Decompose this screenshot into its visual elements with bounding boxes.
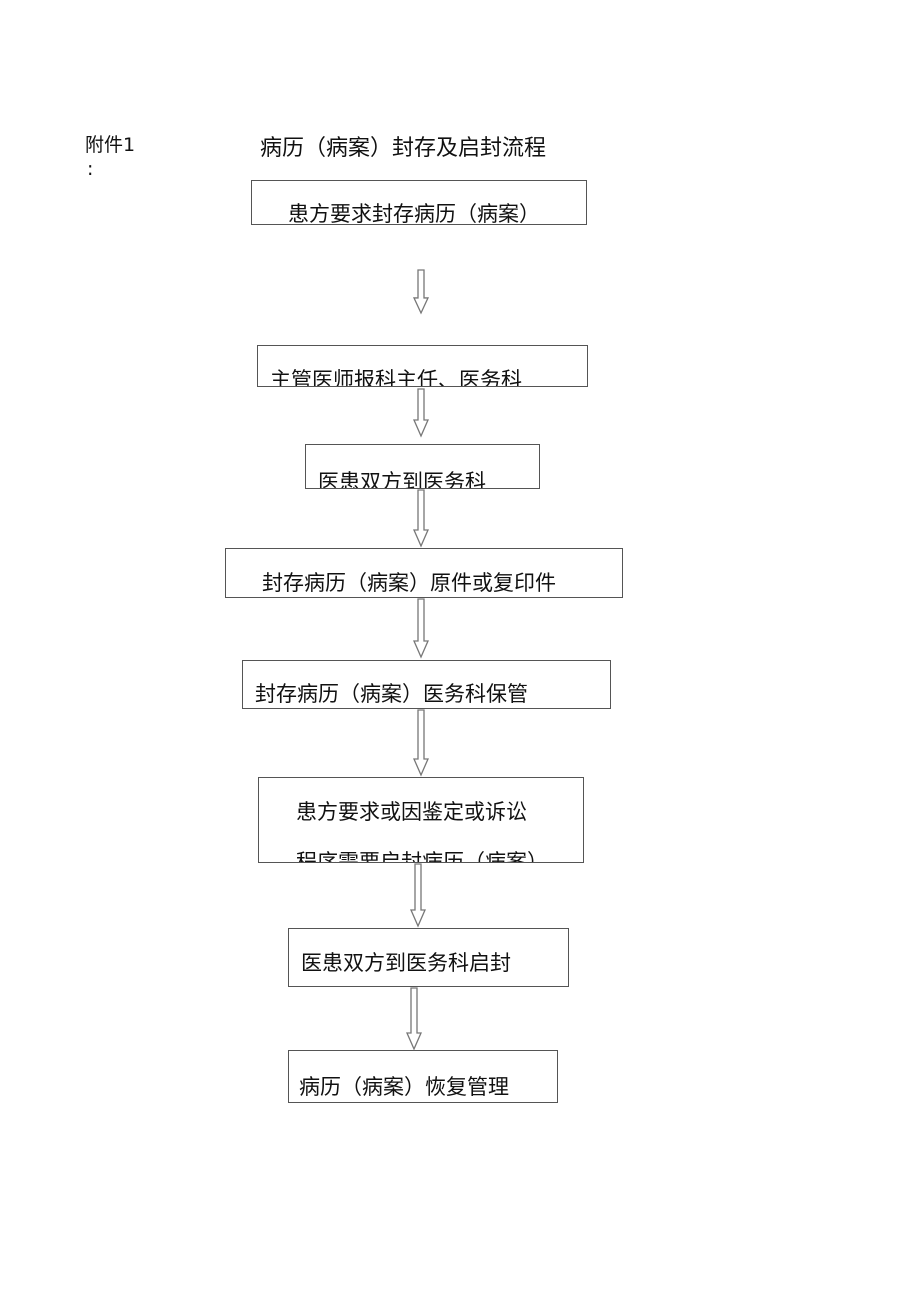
flow-step-5: 封存病历（病案）医务科保管 [242, 660, 611, 709]
flow-arrow-down-icon [412, 269, 430, 315]
step-text: 医患双方到医务科启封 [301, 951, 511, 975]
flow-arrow-down-icon [410, 863, 426, 928]
step-text: 封存病历（病案）医务科保管 [255, 682, 528, 706]
flow-arrow-down-icon [413, 709, 429, 777]
step-text: 主管医师报科主任、医务科 [270, 368, 522, 387]
step-text: 患方要求封存病历（病案） [288, 202, 540, 225]
attachment-label: 附件1 [85, 134, 136, 156]
page-title: 病历（病案）封存及启封流程 [260, 136, 547, 161]
flow-step-8: 病历（病案）恢复管理 [288, 1050, 558, 1103]
flow-step-6: 患方要求或因鉴定或诉讼 程序需要启封病历（病案） [258, 777, 584, 863]
flow-arrow-down-icon [413, 489, 429, 548]
flow-arrow-down-icon [406, 987, 422, 1051]
flow-step-7: 医患双方到医务科启封 [288, 928, 569, 987]
flow-arrow-down-icon [413, 388, 429, 438]
step-text-line-2: 程序需要启封病历（病案） [296, 850, 548, 863]
step-text: 医患双方到医务科 [318, 470, 486, 489]
step-text: 病历（病案）恢复管理 [299, 1075, 509, 1099]
flow-step-2: 主管医师报科主任、医务科 [257, 345, 588, 387]
flow-step-4: 封存病历（病案）原件或复印件 [225, 548, 623, 598]
step-text: 封存病历（病案）原件或复印件 [262, 571, 556, 595]
flow-arrow-down-icon [413, 598, 429, 659]
attachment-colon: : [87, 158, 94, 180]
step-text-line-1: 患方要求或因鉴定或诉讼 [296, 800, 527, 824]
flow-step-3: 医患双方到医务科 [305, 444, 540, 489]
flow-step-1: 患方要求封存病历（病案） [251, 180, 587, 225]
